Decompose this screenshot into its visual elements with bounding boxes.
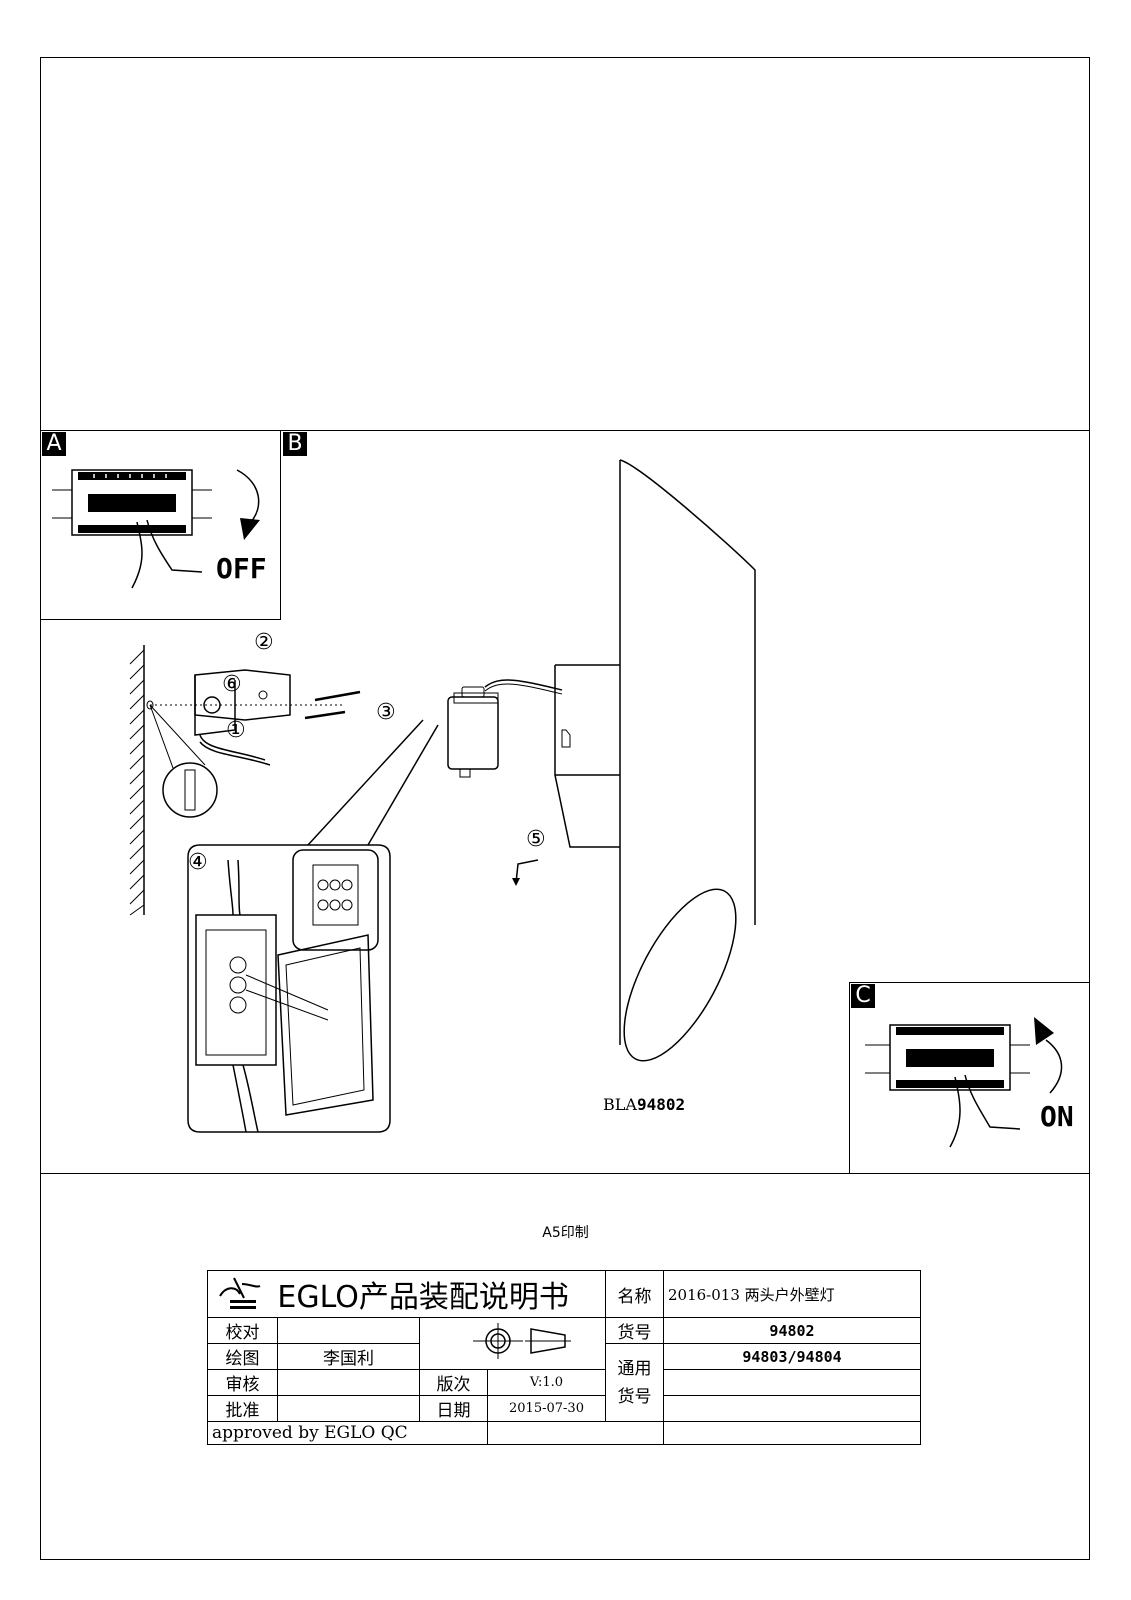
approved-blank-2	[663, 1421, 921, 1445]
driver-box-illustration	[447, 679, 563, 778]
step-1-marker: ①	[226, 718, 246, 743]
divider-bottom	[40, 1173, 1090, 1174]
switch-off-label: OFF	[216, 552, 267, 585]
lamp-body-illustration	[554, 459, 756, 1062]
date-value: 2015-07-30	[487, 1395, 606, 1422]
projection-symbol-cell	[419, 1317, 606, 1370]
review-label: 审核	[207, 1369, 278, 1396]
arrow-up-icon	[1034, 1017, 1063, 1094]
panel-c-badge: C	[851, 984, 875, 1008]
junction-box-detail	[187, 719, 439, 1133]
item-value: 94802	[663, 1317, 921, 1344]
review-value	[277, 1369, 420, 1396]
common-value-2	[663, 1369, 921, 1396]
title-cell: EGLO产品装配说明书	[207, 1270, 606, 1318]
version-label: 版次	[419, 1369, 488, 1396]
version-value: V:1.0	[487, 1369, 606, 1396]
common-label: 通用 货号	[605, 1343, 664, 1422]
title-block: EGLO产品装配说明书 名称 2016-013 两头户外壁灯 校对 货号 948…	[207, 1270, 921, 1445]
arrow-down-icon	[236, 469, 260, 540]
logo-mark-icon	[219, 1277, 261, 1309]
common-value-3	[663, 1395, 921, 1422]
step-4-marker: ④	[188, 850, 208, 875]
panel-a	[40, 430, 281, 620]
model-label: BLA94802	[603, 1095, 685, 1114]
step-6-marker: ⑥	[222, 672, 242, 697]
check-value	[277, 1317, 420, 1344]
page-frame	[40, 57, 1090, 1560]
model-prefix: BLA	[603, 1095, 637, 1114]
draw-value: 李国利	[277, 1343, 420, 1370]
approved-by: approved by EGLO QC	[207, 1421, 488, 1445]
name-value: 2016-013 两头户外壁灯	[663, 1270, 921, 1318]
draw-label: 绘图	[207, 1343, 278, 1370]
approve-label: 批准	[207, 1395, 278, 1422]
wall-hatch	[129, 645, 145, 916]
common-value: 94803/94804	[663, 1343, 921, 1370]
panel-c	[849, 982, 1090, 1174]
print-note: A5印制	[542, 1225, 589, 1241]
panel-a-badge: A	[42, 432, 66, 456]
name-label: 名称	[605, 1270, 664, 1318]
approve-value	[277, 1395, 420, 1422]
model-number: 94802	[636, 1095, 686, 1114]
document-title: EGLO产品装配说明书	[277, 1280, 569, 1315]
step-5-marker: ⑤	[526, 827, 546, 852]
step-3-marker: ③	[376, 700, 396, 725]
switch-on-label: ON	[1040, 1100, 1074, 1133]
projection-symbol-icon	[472, 1323, 571, 1359]
step-2-marker: ②	[254, 630, 274, 655]
breaker-on-illustration	[865, 1024, 1030, 1148]
breaker-off-illustration	[52, 469, 212, 589]
check-label: 校对	[207, 1317, 278, 1344]
divider-top	[40, 430, 1090, 431]
mounting-bracket-illustration	[146, 669, 361, 818]
item-label: 货号	[605, 1317, 664, 1344]
panel-b-badge: B	[283, 432, 307, 456]
company-logo	[212, 1276, 272, 1312]
approved-blank-1	[487, 1421, 664, 1445]
step-5-arrow-icon	[512, 859, 539, 886]
date-label: 日期	[419, 1395, 488, 1422]
